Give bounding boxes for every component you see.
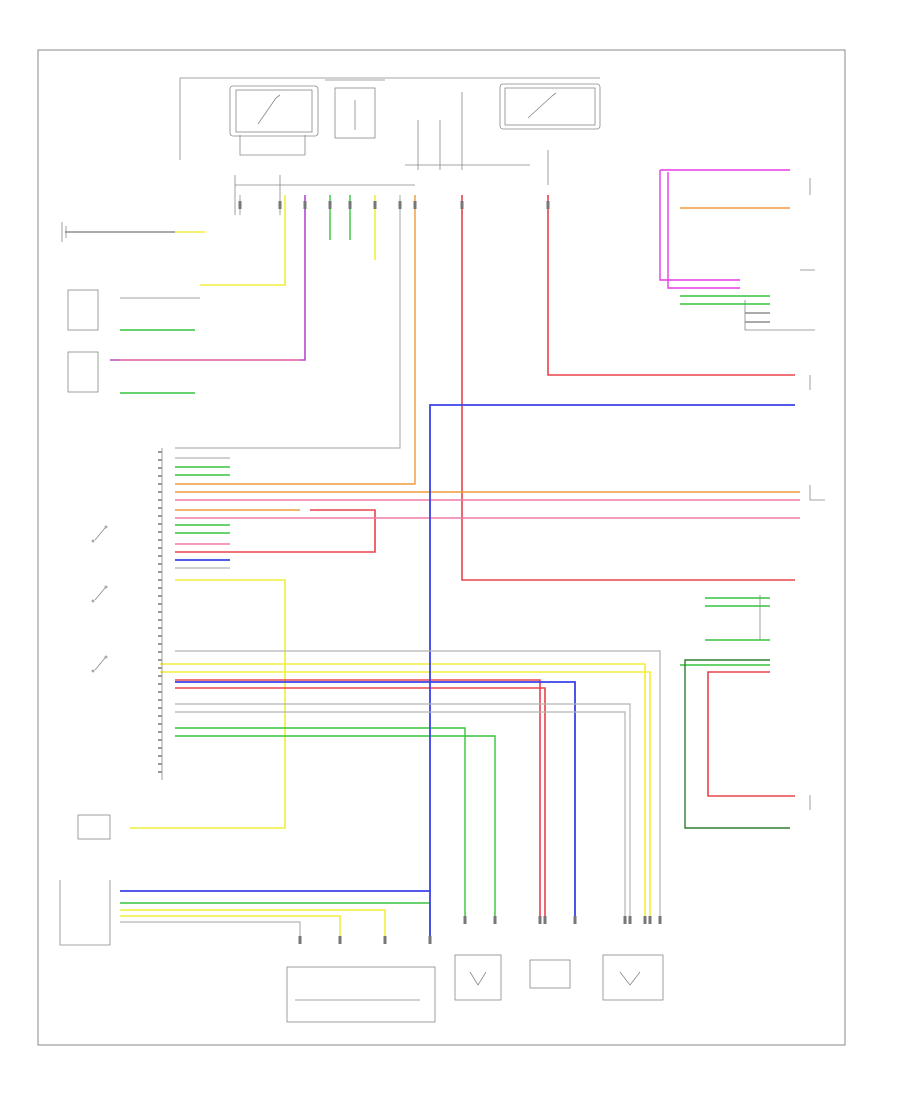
connector-pin xyxy=(158,771,162,773)
right-components xyxy=(744,178,825,810)
wire-pink xyxy=(120,359,800,545)
top-power-area xyxy=(179,77,601,215)
connector-pin xyxy=(158,747,162,749)
connector-tick xyxy=(278,201,282,209)
connector-tick xyxy=(303,201,307,209)
connector-pin xyxy=(158,451,162,453)
connector-pin xyxy=(158,491,162,493)
connector-pin xyxy=(158,651,162,653)
connector-tick xyxy=(338,936,342,944)
connector-pin xyxy=(158,699,162,701)
connector-tick xyxy=(573,916,577,924)
connector-tick xyxy=(623,916,627,924)
connector-pin xyxy=(158,755,162,757)
connector-pin xyxy=(158,571,162,573)
connector-pin xyxy=(158,499,162,501)
connector-tick xyxy=(658,916,662,924)
connector-pin xyxy=(158,659,162,661)
wire-magenta xyxy=(659,169,790,289)
connector-tick xyxy=(383,936,387,944)
connector-pin xyxy=(158,507,162,509)
connector-pin xyxy=(158,723,162,725)
connector-pin xyxy=(158,483,162,485)
connector-pin xyxy=(158,611,162,613)
wire-violet xyxy=(110,195,306,361)
connector-tick xyxy=(328,201,332,209)
connector-tick xyxy=(238,201,242,209)
bottom-components xyxy=(286,954,664,1023)
connector-pin xyxy=(158,667,162,669)
connector-pin xyxy=(158,643,162,645)
connector-pin xyxy=(158,635,162,637)
connector-tick xyxy=(643,916,647,924)
connector-pin xyxy=(158,595,162,597)
connector-tick xyxy=(413,201,417,209)
connector-pin xyxy=(158,587,162,589)
wire-orange xyxy=(175,195,800,511)
connector-pin xyxy=(158,539,162,541)
connector-tick xyxy=(463,916,467,924)
connector-pin xyxy=(158,739,162,741)
connector-pin xyxy=(158,563,162,565)
connector-pin xyxy=(158,627,162,629)
connector-pin xyxy=(158,715,162,717)
wire-blue xyxy=(120,404,795,940)
connector-pin xyxy=(158,467,162,469)
wire-black xyxy=(65,231,770,323)
connector-pin xyxy=(158,603,162,605)
connector-tick xyxy=(538,916,542,924)
connector-pin xyxy=(158,731,162,733)
connector-tick xyxy=(493,916,497,924)
connector-ticks xyxy=(158,201,662,944)
connector-pin xyxy=(158,547,162,549)
wire-dark-green xyxy=(684,659,790,829)
diagram-border xyxy=(37,49,846,1046)
connector-tick xyxy=(298,936,302,944)
connector-pin xyxy=(158,707,162,709)
connector-pin xyxy=(158,675,162,677)
connector-tick xyxy=(348,201,352,209)
connector-pin xyxy=(158,691,162,693)
connector-tick xyxy=(428,936,432,944)
connector-tick xyxy=(546,201,550,209)
connector-tick xyxy=(398,201,402,209)
connector-pin xyxy=(158,523,162,525)
connector-tick xyxy=(543,916,547,924)
connector-pin xyxy=(158,531,162,533)
connector-tick xyxy=(648,916,652,924)
connector-tick xyxy=(628,916,632,924)
connector-pin xyxy=(158,475,162,477)
connector-pin xyxy=(158,579,162,581)
connector-pin xyxy=(158,763,162,765)
connector-pin xyxy=(158,619,162,621)
connector-pin xyxy=(158,515,162,517)
connector-pin xyxy=(158,555,162,557)
wire-gray xyxy=(120,195,661,940)
connector-pin xyxy=(158,683,162,685)
wire-red xyxy=(175,195,795,920)
connector-tick xyxy=(460,201,464,209)
connector-tick xyxy=(373,201,377,209)
connector-pin xyxy=(158,459,162,461)
